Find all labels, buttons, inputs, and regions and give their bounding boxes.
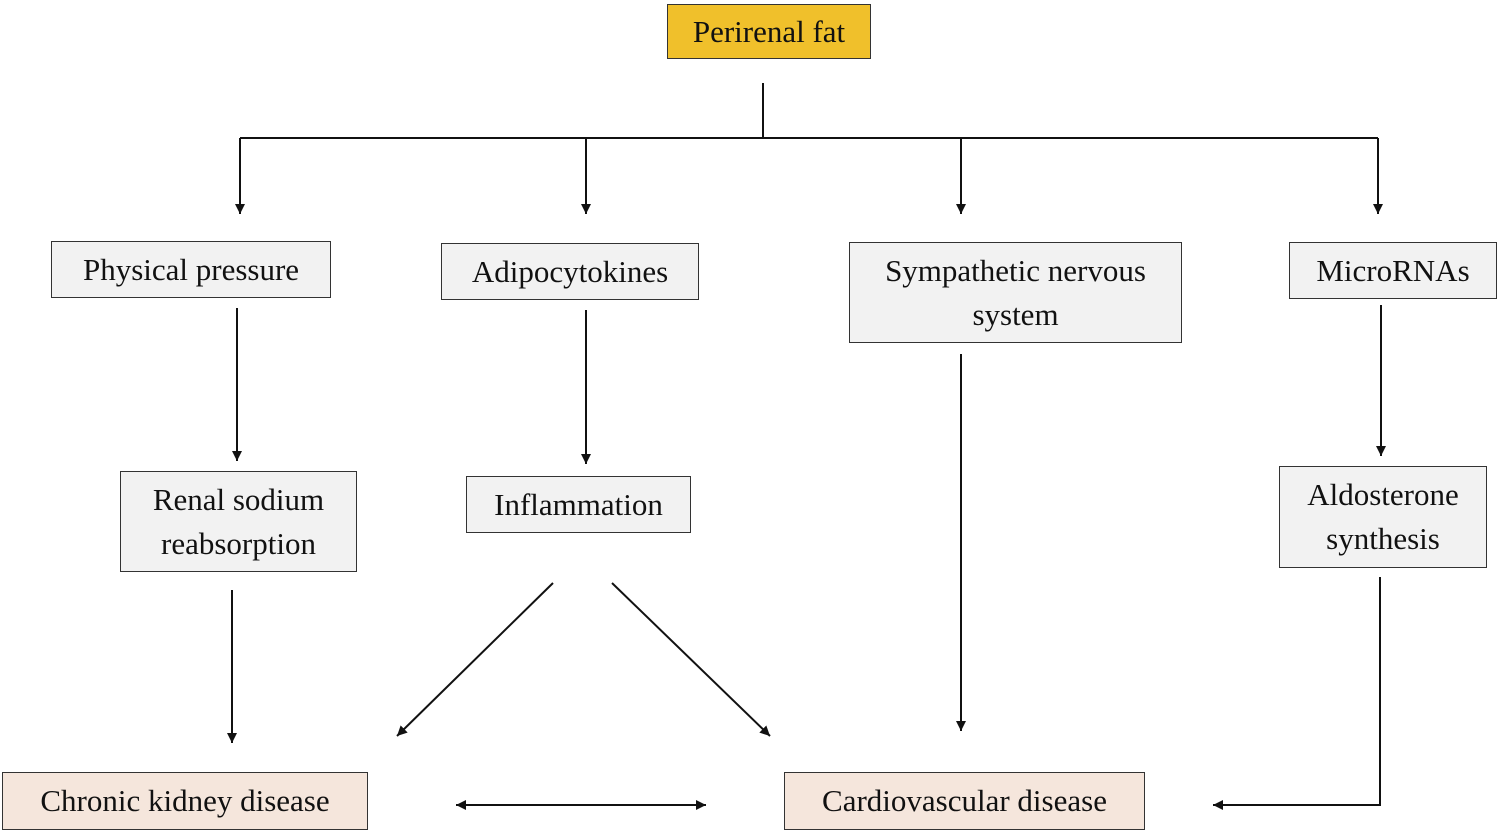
arrow-inflammation-to-ckd	[396, 582, 554, 737]
node-cardiovascular-disease: Cardiovascular disease	[784, 772, 1145, 830]
arrow-aldosterone-to-cvd	[1213, 577, 1381, 810]
node-micrornas: MicroRNAs	[1289, 242, 1497, 299]
node-inflammation: Inflammation	[466, 476, 691, 533]
arrow-inflammation-to-cvd	[611, 582, 771, 737]
node-aldosterone-synthesis: Aldosterone synthesis	[1279, 466, 1487, 568]
node-sympathetic-nervous-system: Sympathetic nervous system	[849, 242, 1182, 343]
node-adipocytokines: Adipocytokines	[441, 243, 699, 300]
node-renal-sodium-reabsorption: Renal sodium reabsorption	[120, 471, 357, 572]
node-chronic-kidney-disease: Chronic kidney disease	[2, 772, 368, 830]
node-perirenal-fat: Perirenal fat	[667, 4, 871, 59]
node-physical-pressure: Physical pressure	[51, 241, 331, 298]
